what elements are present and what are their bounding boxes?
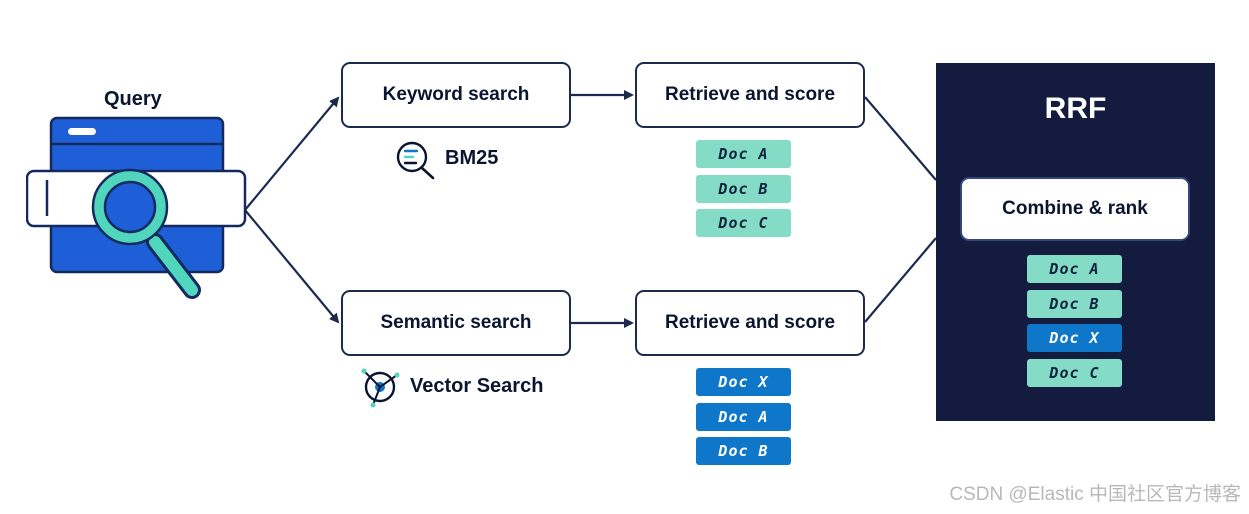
vector-search-label: Vector Search: [410, 375, 544, 397]
watermark: CSDN @Elastic 中国社区官方博客: [949, 484, 1241, 505]
bm25-label: BM25: [445, 147, 499, 169]
rrf-doc-chip-2: Doc B: [1027, 290, 1122, 318]
arrow-query-to-semantic: [244, 209, 340, 324]
rrf-doc-chip-1: Doc A: [1027, 255, 1122, 283]
doc-chip-top-3: Doc C: [696, 209, 791, 237]
vector-target-icon: [361, 368, 400, 408]
line-retrieve-top-to-rrf: [864, 96, 937, 181]
doc-chip-top-1: Doc A: [696, 140, 791, 168]
line-retrieve-bottom-to-rrf: [864, 237, 937, 323]
rrf-doc-chip-4: Doc C: [1027, 359, 1122, 387]
retrieve-score-top-box: Retrieve and score: [635, 62, 865, 128]
semantic-search-box: Semantic search: [341, 290, 571, 356]
doc-chip-bottom-2: Doc A: [696, 403, 791, 431]
document-search-icon: [396, 141, 435, 180]
doc-chip-bottom-1: Doc X: [696, 368, 791, 396]
retrieve-score-bottom-box: Retrieve and score: [635, 290, 865, 356]
rrf-doc-chip-3: Doc X: [1027, 324, 1122, 352]
combine-rank-box: Combine & rank: [960, 177, 1190, 241]
doc-chip-top-2: Doc B: [696, 175, 791, 203]
rrf-title: RRF: [1044, 92, 1107, 125]
keyword-search-box: Keyword search: [341, 62, 571, 128]
doc-chip-bottom-3: Doc B: [696, 437, 791, 465]
query-icon: [26, 116, 247, 299]
arrow-query-to-keyword: [244, 96, 340, 211]
query-label: Query: [104, 88, 162, 110]
